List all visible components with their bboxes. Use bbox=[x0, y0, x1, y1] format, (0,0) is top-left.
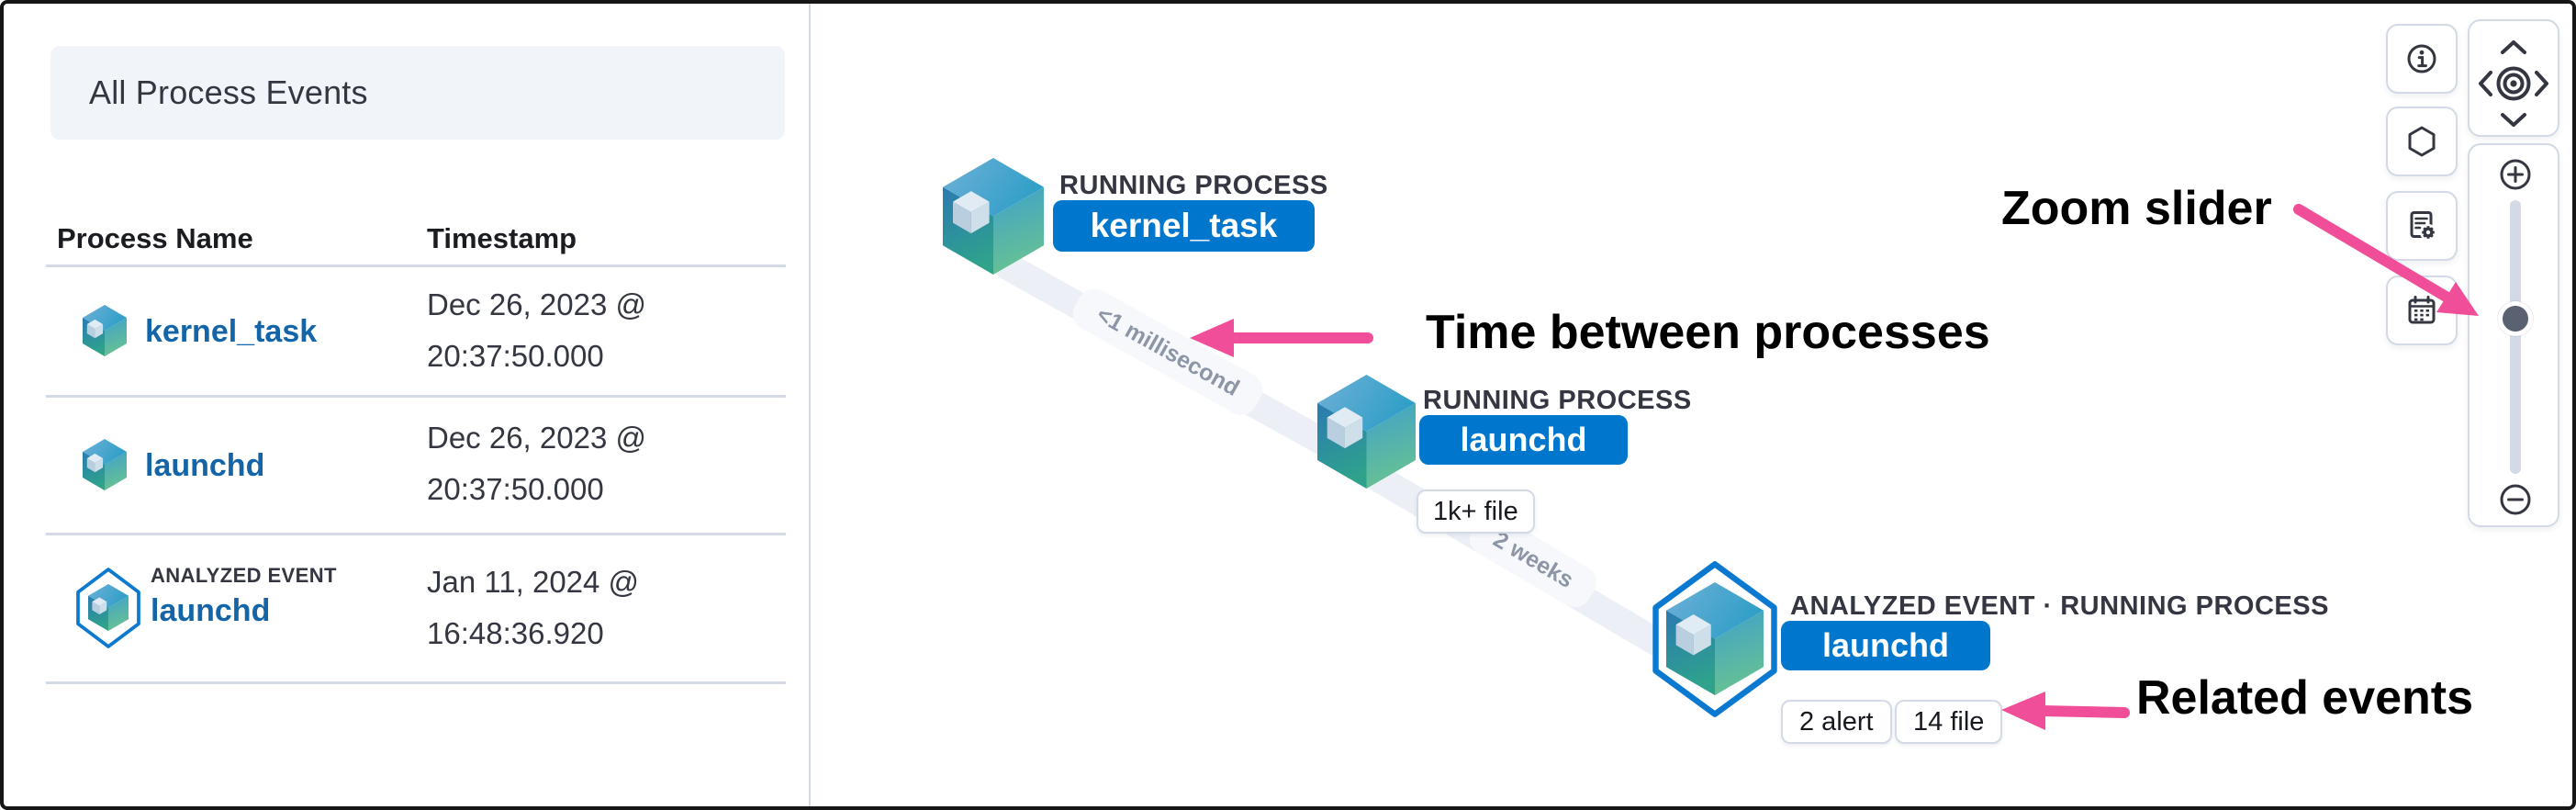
center-camera-icon bbox=[2496, 66, 2531, 101]
table-divider bbox=[46, 264, 786, 267]
calendar-icon bbox=[2408, 296, 2436, 324]
process-node-cube[interactable] bbox=[1317, 375, 1416, 489]
hexagon-icon bbox=[2408, 126, 2436, 157]
process-name-link[interactable]: launchd bbox=[151, 593, 271, 628]
pan-right-icon bbox=[2535, 71, 2548, 96]
node-name-pill[interactable]: launchd bbox=[1419, 415, 1628, 465]
pan-up-icon bbox=[2501, 40, 2526, 54]
process-name-link[interactable]: launchd bbox=[145, 448, 265, 483]
related-count-pill[interactable]: 2 alert bbox=[1781, 700, 1892, 744]
process-cube-icon bbox=[83, 305, 127, 356]
zoom-in-icon[interactable] bbox=[2499, 158, 2532, 191]
related-count-pill[interactable]: 14 file bbox=[1895, 700, 2003, 744]
process-cube-icon bbox=[83, 439, 127, 490]
process-node-cube[interactable] bbox=[943, 158, 1044, 275]
analyzed-event-badge: ANALYZED EVENT bbox=[151, 564, 337, 587]
info-button[interactable] bbox=[2386, 24, 2458, 94]
pan-control bbox=[2468, 19, 2559, 137]
annotation-arrow-left bbox=[2001, 692, 2130, 730]
annotation-zoom-slider: Zoom slider bbox=[2001, 182, 2272, 235]
panel-title-box: All Process Events bbox=[50, 46, 785, 140]
node-type-label: RUNNING PROCESS bbox=[1423, 386, 1692, 415]
annotation-time-between: Time between processes bbox=[1426, 306, 1990, 359]
process-name-link[interactable]: kernel_task bbox=[145, 314, 318, 349]
column-header-timestamp: Timestamp bbox=[427, 222, 577, 254]
node-name-pill[interactable]: launchd bbox=[1781, 621, 1990, 670]
timestamp-cell: Dec 26, 2023 @ 20:37:50.000 bbox=[427, 421, 646, 506]
row-divider bbox=[46, 533, 786, 535]
panel-title: All Process Events bbox=[89, 73, 368, 111]
timestamp-cell: Jan 11, 2024 @ 16:48:36.920 bbox=[427, 565, 640, 650]
zoom-out-icon[interactable] bbox=[2499, 483, 2532, 516]
related-count-pill[interactable]: 1k+ file bbox=[1417, 489, 1535, 534]
node-shape-button[interactable] bbox=[2386, 107, 2458, 176]
process-cube-icon bbox=[88, 584, 129, 631]
node-type-label: RUNNING PROCESS bbox=[1059, 171, 1328, 200]
process-node-cube bbox=[1666, 582, 1764, 695]
info-icon bbox=[2407, 44, 2436, 73]
schema-settings-button[interactable] bbox=[2386, 191, 2458, 261]
annotation-arrow-left bbox=[1190, 319, 1373, 357]
zoom-slider-track[interactable] bbox=[2510, 200, 2521, 474]
annotation-related-events: Related events bbox=[2136, 671, 2474, 725]
timestamp-cell: Dec 26, 2023 @ 20:37:50.000 bbox=[427, 287, 646, 373]
zoom-control bbox=[2468, 143, 2559, 527]
row-divider bbox=[46, 681, 786, 684]
analyzed-node[interactable] bbox=[1646, 560, 1784, 718]
annotation-arrow-diagonal bbox=[2293, 204, 2479, 316]
panel-separator bbox=[809, 4, 811, 806]
pan-down-icon bbox=[2501, 113, 2526, 127]
column-header-process-name: Process Name bbox=[57, 222, 253, 254]
pan-left-icon bbox=[2479, 71, 2492, 96]
node-type-label: ANALYZED EVENT · RUNNING PROCESS bbox=[1790, 591, 2329, 621]
schema-settings-icon bbox=[2410, 211, 2436, 241]
node-name-pill[interactable]: kernel_task bbox=[1053, 200, 1315, 252]
analyzed-event-icon bbox=[73, 567, 143, 649]
row-divider bbox=[46, 395, 786, 398]
zoom-slider-thumb[interactable] bbox=[2498, 301, 2533, 336]
